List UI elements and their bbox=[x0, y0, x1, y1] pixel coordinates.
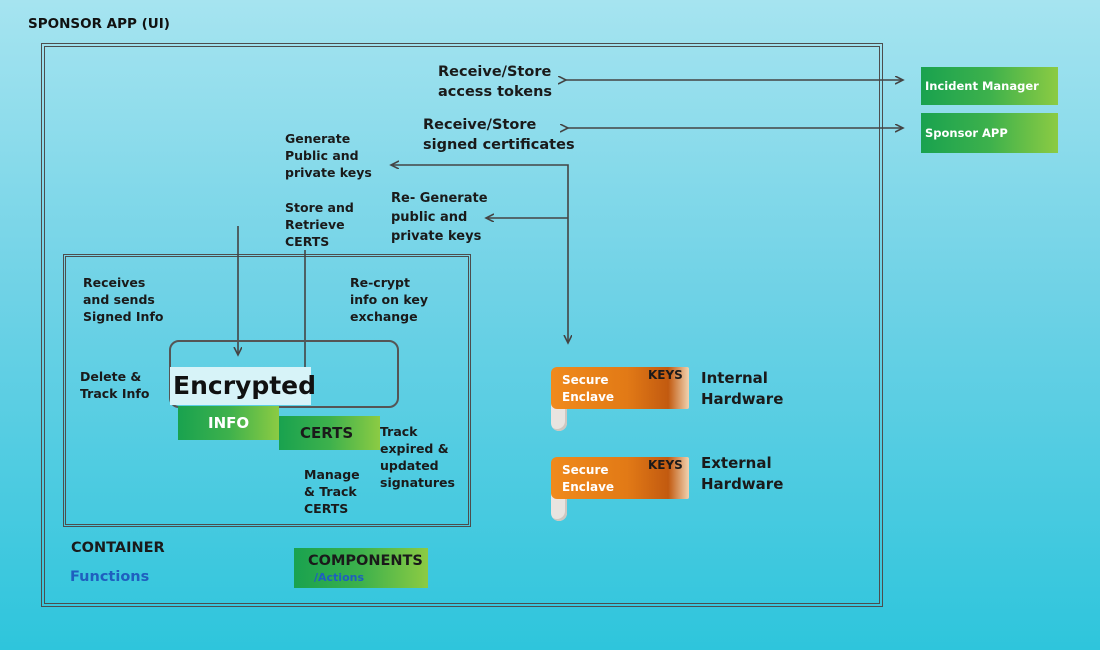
certs-component: CERTS bbox=[279, 416, 380, 450]
internal-secure-enclave: Secure Enclave KEYS bbox=[551, 367, 691, 433]
enclave-label: Secure Enclave bbox=[562, 463, 615, 494]
label-access-tokens: Receive/Store access tokens bbox=[438, 64, 553, 100]
legend-actions-label: /Actions bbox=[314, 571, 365, 584]
legend-functions: Functions bbox=[70, 569, 150, 585]
legend-container: CONTAINER bbox=[71, 540, 165, 556]
encrypted-label: Encrypted bbox=[170, 367, 316, 405]
label-generate-keys: Generate Public and private keys bbox=[285, 131, 372, 180]
label-internal-hardware: Internal Hardware bbox=[701, 369, 784, 408]
arrow-keys-path bbox=[524, 164, 568, 342]
label-recrypt: Re-crypt info on key exchange bbox=[350, 275, 429, 324]
legend-components-label: COMPONENTS bbox=[308, 553, 423, 569]
label-signed-certs: Receive/Store signed certificates bbox=[423, 117, 575, 153]
label-receives-sends: Receives and sends Signed Info bbox=[83, 275, 164, 324]
page-title: SPONSOR APP (UI) bbox=[28, 16, 170, 32]
keys-label: KEYS bbox=[648, 458, 683, 472]
sponsor-app-box: Sponsor APP bbox=[921, 113, 1058, 153]
label-external-hardware: External Hardware bbox=[701, 454, 784, 493]
scroll-body bbox=[551, 457, 689, 499]
incident-manager-app: Incident Manager App bbox=[921, 67, 1058, 131]
label-delete-track: Delete & Track Info bbox=[80, 369, 150, 401]
info-component: INFO bbox=[178, 406, 279, 440]
label-regenerate-keys: Re- Generate public and private keys bbox=[391, 191, 488, 244]
keys-label: KEYS bbox=[648, 368, 683, 382]
scroll-body bbox=[551, 367, 689, 409]
label-track-expired: Track expired & updated signatures bbox=[380, 424, 455, 490]
sponsor-app-frame bbox=[41, 43, 883, 607]
container-frame bbox=[63, 254, 471, 527]
external-secure-enclave: Secure Enclave KEYS bbox=[551, 457, 691, 523]
label-manage-certs: Manage & Track CERTS bbox=[304, 467, 360, 516]
label-store-certs: Store and Retrieve CERTS bbox=[285, 200, 354, 249]
enclave-label: Secure Enclave bbox=[562, 373, 615, 404]
legend-components: COMPONENTS /Actions bbox=[294, 548, 428, 588]
